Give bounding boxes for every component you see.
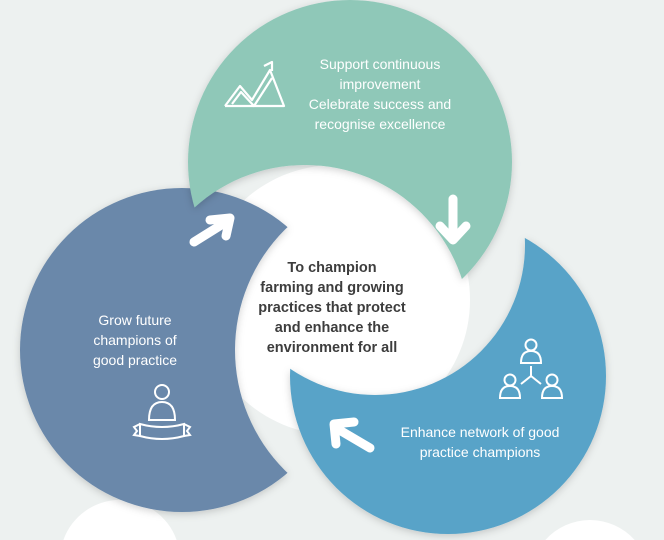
- decorative-circle: [545, 520, 635, 540]
- right-segment-text: Enhance network of good practice champio…: [385, 422, 575, 462]
- center-line: farming and growing: [260, 280, 404, 296]
- label-line: Enhance network of good: [400, 424, 560, 440]
- left-segment-text: Grow future champions of good practice: [70, 310, 200, 370]
- center-line: To champion: [287, 260, 377, 276]
- center-line: and enhance the: [274, 320, 390, 336]
- rising-chart-icon: [224, 60, 286, 108]
- network-people-icon: [498, 338, 564, 399]
- label-line: recognise excellence: [314, 116, 446, 132]
- label-line: Celebrate success and: [308, 96, 452, 112]
- center-mission-text: To champion farming and growing practice…: [232, 258, 432, 358]
- label-line: champions of: [93, 332, 177, 348]
- label-line: Support continuous: [319, 56, 441, 72]
- decorative-circle: [63, 499, 177, 540]
- arrow-down-icon: [435, 194, 471, 245]
- label-line: improvement: [339, 76, 421, 92]
- label-line: practice champions: [419, 444, 541, 460]
- label-line: Grow future: [98, 312, 172, 328]
- label-line: good practice: [92, 352, 178, 368]
- center-line: environment for all: [266, 340, 398, 356]
- arrow-up-right-icon: [189, 213, 235, 247]
- center-line: practices that protect: [258, 300, 406, 316]
- top-segment-text: Support continuous improvement Celebrate…: [300, 54, 460, 134]
- arrow-up-left-icon: [329, 417, 375, 453]
- person-banner-icon: [132, 384, 192, 440]
